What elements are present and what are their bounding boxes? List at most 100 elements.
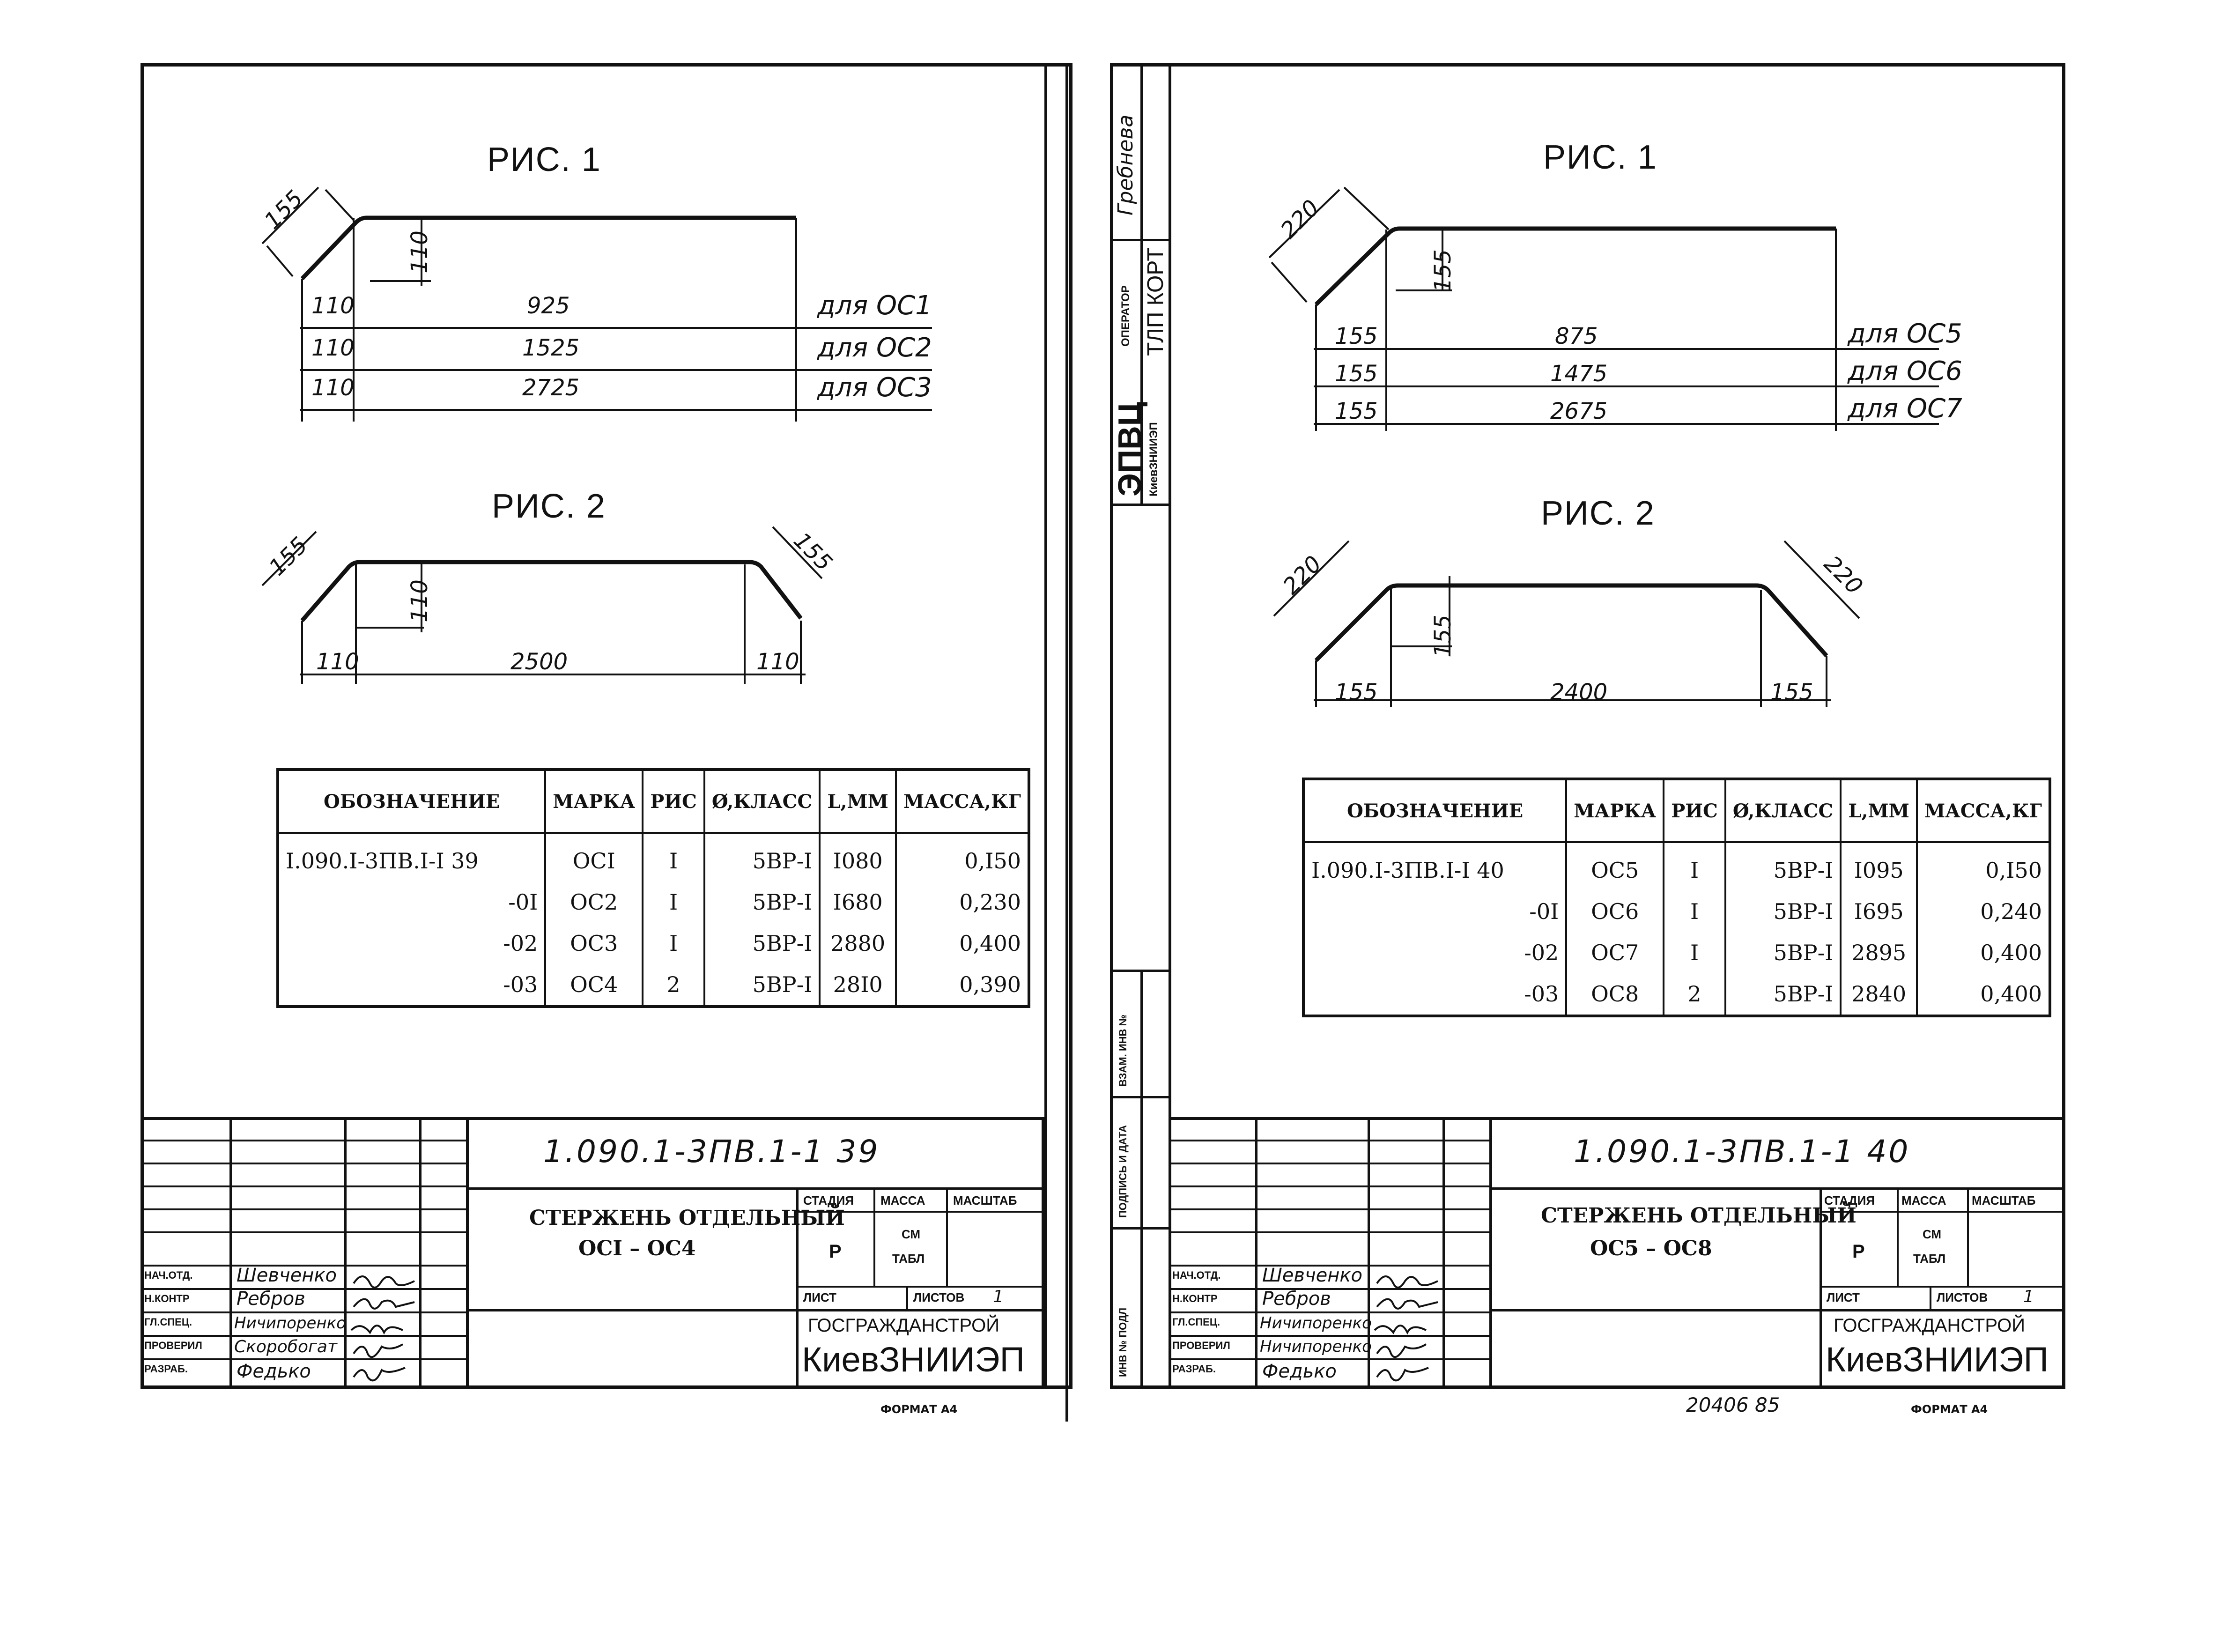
org-institute: КиевЗНИИЭП — [802, 1340, 1025, 1379]
sheets-value-2: 1 — [2023, 1287, 2034, 1306]
fig1-row2-b: 1525 — [522, 335, 580, 361]
org-institute-2: КиевЗНИИЭП — [1826, 1340, 2049, 1379]
fig1-rise-dim-2: 155 — [1429, 249, 1456, 292]
mass-value-1: СМ — [902, 1227, 921, 1241]
fig1-row2-label-2: для ОС6 — [1848, 356, 1962, 386]
fig1-row2-label: для ОС2 — [817, 333, 932, 363]
fig1-row1-a: 110 — [311, 293, 355, 319]
sheet-left-inner-border — [1044, 63, 1047, 1389]
table-row: -02 ОС7 I 5ВР-I 2895 0,400 — [1302, 932, 2051, 973]
role-norm-control: Н.КОНТР — [144, 1293, 190, 1304]
name-head-dept: Шевченко — [237, 1265, 337, 1286]
signatures-right — [1374, 1275, 1438, 1382]
col-mark: МАРКА — [1565, 778, 1665, 843]
fig1-row2-b-2: 1475 — [1550, 361, 1608, 387]
fig1-row2-a-2: 155 — [1335, 361, 1378, 387]
fig2-title-2: РИС. 2 — [1541, 495, 1655, 532]
fig2-mid-dim: 2500 — [510, 649, 568, 675]
doc-title-line2: ОСI – ОС4 — [578, 1237, 696, 1260]
fig1-row1-label: для ОС1 — [817, 290, 932, 321]
fig1-row1-b: 925 — [527, 293, 570, 319]
col-class: Ø,КЛАСС — [1724, 778, 1842, 843]
signatures-left — [350, 1275, 415, 1382]
fig1-row3-b: 2725 — [522, 375, 580, 401]
scale-label: МАСШТАБ — [953, 1193, 1017, 1208]
side-signer: Гребнева — [1114, 114, 1138, 215]
sheets-label-2: ЛИСТОВ — [1937, 1290, 1988, 1304]
sheet-label-2: ЛИСТ — [1827, 1290, 1860, 1304]
mass-value-1-2: СМ — [1923, 1227, 1942, 1241]
spec-table-right: ОБОЗНАЧЕНИЕ МАРКА РИС Ø,КЛАСС L,ММ МАССА… — [1302, 778, 2051, 1017]
format-label-left: ФОРМАТ А4 — [880, 1403, 958, 1416]
role-head-dept-2: НАЧ.ОТД. — [1172, 1269, 1221, 1281]
role-checked: ПРОВЕРИЛ — [144, 1340, 202, 1351]
fig1-row1-b-2: 875 — [1555, 323, 1598, 349]
spec-table-left: ОБОЗНАЧЕНИЕ МАРКА РИС Ø,КЛАСС L,ММ МАССА… — [276, 768, 1030, 1008]
col-mark: МАРКА — [544, 769, 644, 834]
col-length: L,ММ — [819, 769, 897, 834]
name-checked: Скоробогат — [234, 1337, 337, 1356]
title-block-right — [1169, 1117, 2065, 1389]
fig2-left-dim: 110 — [316, 649, 359, 675]
mass-value-2-2: ТАБЛ — [1913, 1252, 1946, 1266]
name-norm-control-2: Ребров — [1262, 1288, 1331, 1310]
stage-value: Р — [829, 1241, 842, 1262]
name-chief-spec-2: Ничипоренко — [1260, 1314, 1372, 1333]
fig1-rise-dim: 110 — [406, 230, 433, 274]
table-row: -03 ОС4 2 5ВР-I 28I0 0,390 — [276, 964, 1030, 1007]
inventory-number: 20406 85 — [1686, 1393, 1780, 1416]
side-operator-label: ОПЕРАТОР — [1119, 285, 1132, 347]
fig1-row3-label-2: для ОС7 — [1848, 393, 1962, 424]
org-name: ГОСГРАЖДАНСТРОЙ — [808, 1315, 1000, 1336]
table-row: -02 ОС3 I 5ВР-I 2880 0,400 — [276, 923, 1030, 964]
name-norm-control: Ребров — [237, 1288, 305, 1310]
doc-code: 1.090.1-3ПВ.1-1 39 — [543, 1133, 880, 1170]
stage-label-2: СТАДИЯ — [1824, 1193, 1875, 1208]
table-row: -0I ОС6 I 5ВР-I I695 0,240 — [1302, 891, 2051, 932]
sheet-label: ЛИСТ — [803, 1290, 836, 1304]
role-chief-spec: ГЛ.СПЕЦ. — [144, 1316, 192, 1328]
scale-label-2: МАСШТАБ — [1972, 1193, 2036, 1208]
col-mass: МАССА,КГ — [895, 769, 1030, 834]
col-length: L,ММ — [1840, 778, 1918, 843]
title-block-left — [141, 1117, 1044, 1389]
fig2-title: РИС. 2 — [492, 488, 606, 525]
side-operator-value: ТЛП КОРТ — [1143, 247, 1168, 356]
role-norm-control-2: Н.КОНТР — [1172, 1293, 1218, 1304]
fig1-row2-a: 110 — [311, 335, 355, 361]
role-checked-2: ПРОВЕРИЛ — [1172, 1340, 1230, 1351]
col-fig: РИС — [642, 769, 705, 834]
fig2-drawing-2 — [1273, 540, 1860, 707]
col-mass: МАССА,КГ — [1916, 778, 2051, 843]
doc-code-2: 1.090.1-3ПВ.1-1 40 — [1574, 1133, 1910, 1170]
fig1-row3-a-2: 155 — [1335, 398, 1378, 424]
fig1-row1-a-2: 155 — [1335, 323, 1378, 349]
org-name-2: ГОСГРАЖДАНСТРОЙ — [1834, 1315, 2026, 1336]
name-chief-spec: Ничипоренко — [234, 1314, 346, 1333]
side-center-sub: КиевЗНИИЭП — [1147, 422, 1160, 496]
fig1-row3-b-2: 2675 — [1550, 398, 1608, 424]
side-center: ЭПВЦ — [1111, 402, 1148, 496]
fig2-right-dim-2: 155 — [1770, 679, 1813, 705]
table-row: I.090.I-3ПВ.I-I 39 ОСI I 5ВР-I I080 0,I5… — [276, 833, 1030, 882]
role-head-dept: НАЧ.ОТД. — [144, 1269, 193, 1281]
fig1-row3-a: 110 — [311, 375, 355, 401]
col-designation: ОБОЗНАЧЕНИЕ — [276, 769, 547, 834]
fig1-row3-label: для ОС3 — [817, 372, 932, 403]
role-developed: РАЗРАБ. — [144, 1363, 188, 1375]
col-designation: ОБОЗНАЧЕНИЕ — [1302, 778, 1568, 843]
mass-label: МАССА — [880, 1193, 925, 1208]
table-row: -03 ОС8 2 5ВР-I 2840 0,400 — [1302, 973, 2051, 1016]
fig2-drawing — [261, 526, 823, 684]
fig1-row1-label-2: для ОС5 — [1848, 319, 1962, 349]
table-row: I.090.I-3ПВ.I-I 40 ОС5 I 5ВР-I I095 0,I5… — [1302, 842, 2051, 891]
fig2-left-dim-2: 155 — [1335, 679, 1378, 705]
doc-title-line1: СТЕРЖЕНЬ ОТДЕЛЬНЫЙ — [529, 1206, 845, 1230]
name-head-dept-2: Шевченко — [1262, 1265, 1362, 1286]
page-divider — [1065, 63, 1068, 1422]
mass-label-2: МАССА — [1901, 1193, 1946, 1208]
name-checked-2: Ничипоренко — [1260, 1337, 1372, 1356]
side-inv-orig: ИНВ № ПОДЛ — [1117, 1307, 1129, 1377]
table-row: -0I ОС2 I 5ВР-I I680 0,230 — [276, 882, 1030, 923]
fig2-right-dim: 110 — [756, 649, 799, 675]
